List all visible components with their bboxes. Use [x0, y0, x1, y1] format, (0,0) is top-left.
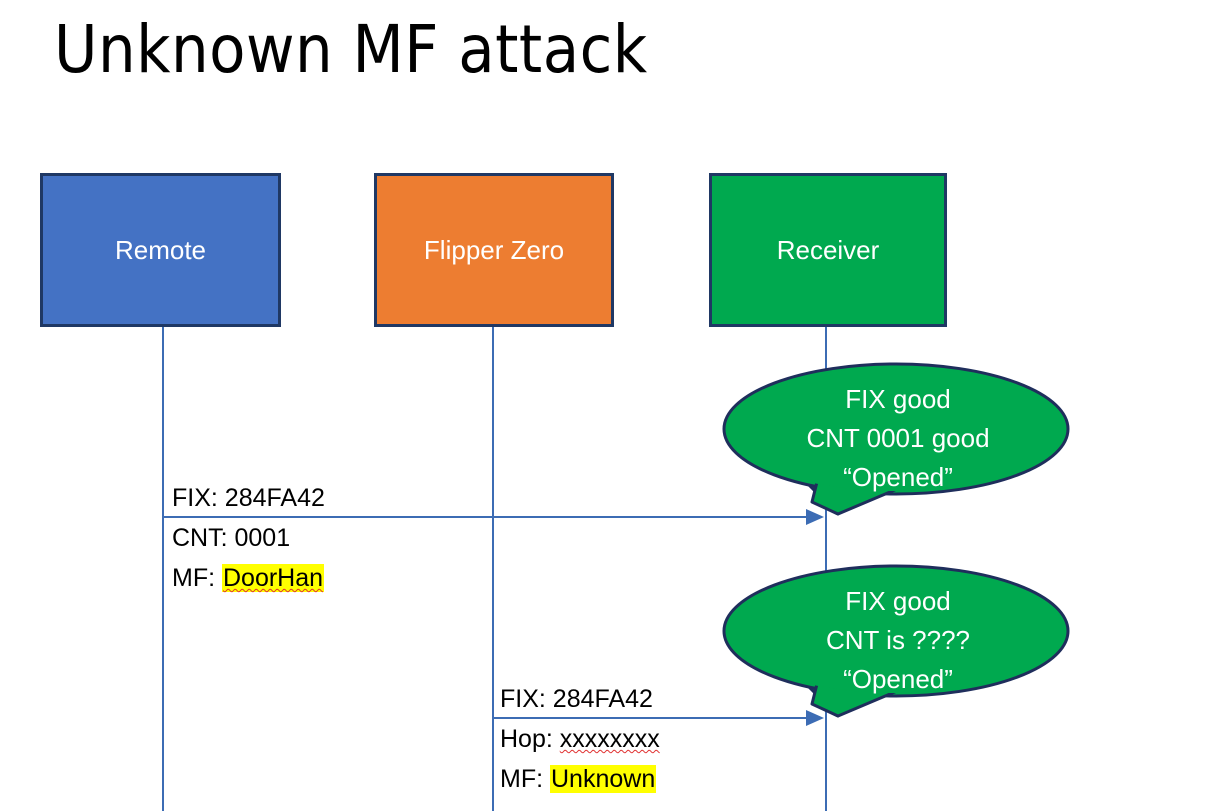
message-line-value: 0001: [234, 524, 291, 552]
actor-label-remote: Remote: [114, 235, 207, 265]
speech-bubble-shape-icon: [722, 564, 1070, 718]
actor-label-flipper-zero: Flipper Zero: [423, 235, 565, 265]
lifeline-flipper-zero: [492, 327, 494, 811]
actor-box-flipper-zero[interactable]: Flipper Zero: [374, 173, 614, 327]
arrowhead-icon-message-two: [806, 710, 824, 726]
message-line-prefix: FIX:: [172, 484, 225, 512]
message-line-value-highlighted: Unknown: [550, 765, 657, 793]
message-line: MF: Unknown: [500, 759, 660, 799]
actor-box-remote[interactable]: Remote: [40, 173, 281, 327]
message-label-flipper-to-receiver: FIX: 284FA42 Hop: xxxxxxxx MF: Unknown: [500, 679, 660, 799]
message-line: Hop: xxxxxxxx: [500, 719, 660, 759]
lifeline-receiver: [825, 327, 827, 811]
message-arrow-remote-to-receiver: [163, 516, 806, 518]
speech-bubble-shape-icon: [722, 362, 1070, 516]
arrowhead-icon-message-one: [806, 509, 824, 525]
message-line-prefix: Hop:: [500, 725, 560, 753]
message-line-prefix: CNT:: [172, 524, 235, 552]
message-line-prefix: MF:: [500, 765, 550, 793]
lifeline-remote: [162, 327, 164, 811]
message-line: FIX: 284FA42: [500, 679, 660, 719]
message-line-prefix: FIX:: [500, 685, 553, 713]
message-line: CNT: 0001: [172, 518, 325, 558]
message-line-prefix: MF:: [172, 564, 222, 592]
message-line-value: xxxxxxxx: [559, 725, 660, 753]
message-arrow-flipper-to-receiver: [493, 717, 806, 719]
message-line-value: 284FA42: [224, 484, 325, 512]
message-line-value-highlighted: DoorHan: [222, 564, 325, 592]
message-line: MF: DoorHan: [172, 558, 325, 598]
message-label-remote-to-receiver: FIX: 284FA42 CNT: 0001 MF: DoorHan: [172, 478, 325, 598]
message-line-value: 284FA42: [552, 685, 653, 713]
speech-bubble-receiver-first: FIX good CNT 0001 good “Opened”: [722, 362, 1074, 520]
actor-box-receiver[interactable]: Receiver: [709, 173, 947, 327]
message-line: FIX: 284FA42: [172, 478, 325, 518]
page-title: Unknown MF attack: [54, 11, 648, 88]
speech-bubble-receiver-second: FIX good CNT is ???? “Opened”: [722, 564, 1074, 722]
actor-label-receiver: Receiver: [776, 235, 880, 265]
